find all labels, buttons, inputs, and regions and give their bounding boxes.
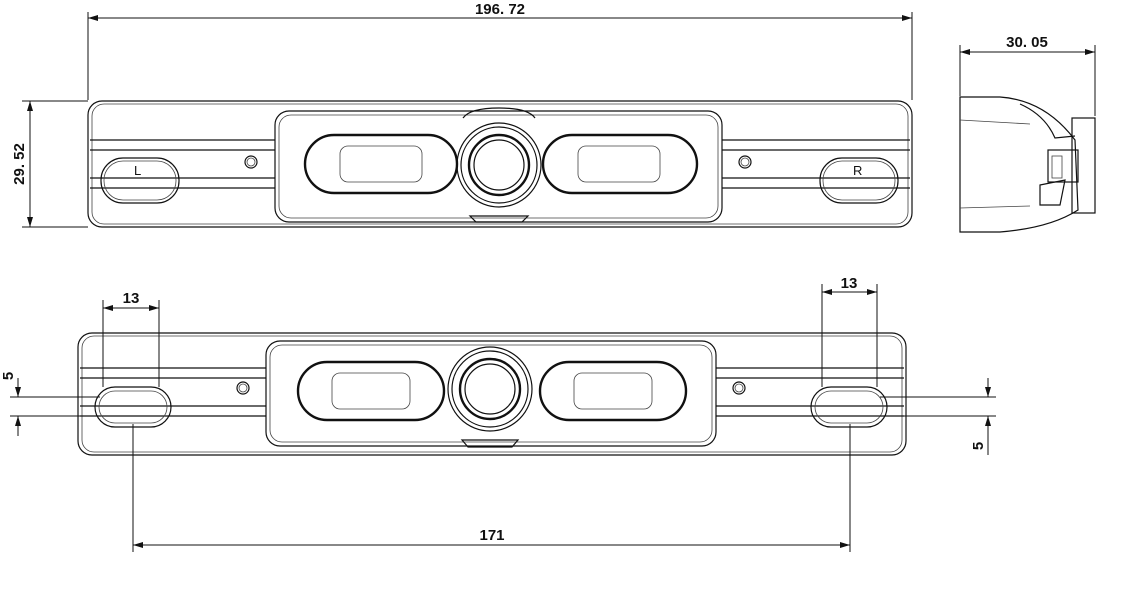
hole-width-right: 13 xyxy=(841,275,858,292)
depth-dimension: 30. 05 xyxy=(1006,34,1048,51)
hole-spacing: 171 xyxy=(479,527,504,544)
left-mark: L xyxy=(134,163,141,178)
front-view: L R 196. 72 29. 52 xyxy=(11,1,913,228)
hole-width-left: 13 xyxy=(123,290,140,307)
hole-height-right: 5 xyxy=(970,442,987,450)
bottom-view: 13 13 5 5 171 xyxy=(0,275,996,552)
height-dimension: 29. 52 xyxy=(11,143,28,185)
right-mark: R xyxy=(853,163,862,178)
side-view: 30. 05 xyxy=(959,34,1096,233)
hole-height-left: 5 xyxy=(0,372,17,380)
width-dimension: 196. 72 xyxy=(475,1,525,18)
